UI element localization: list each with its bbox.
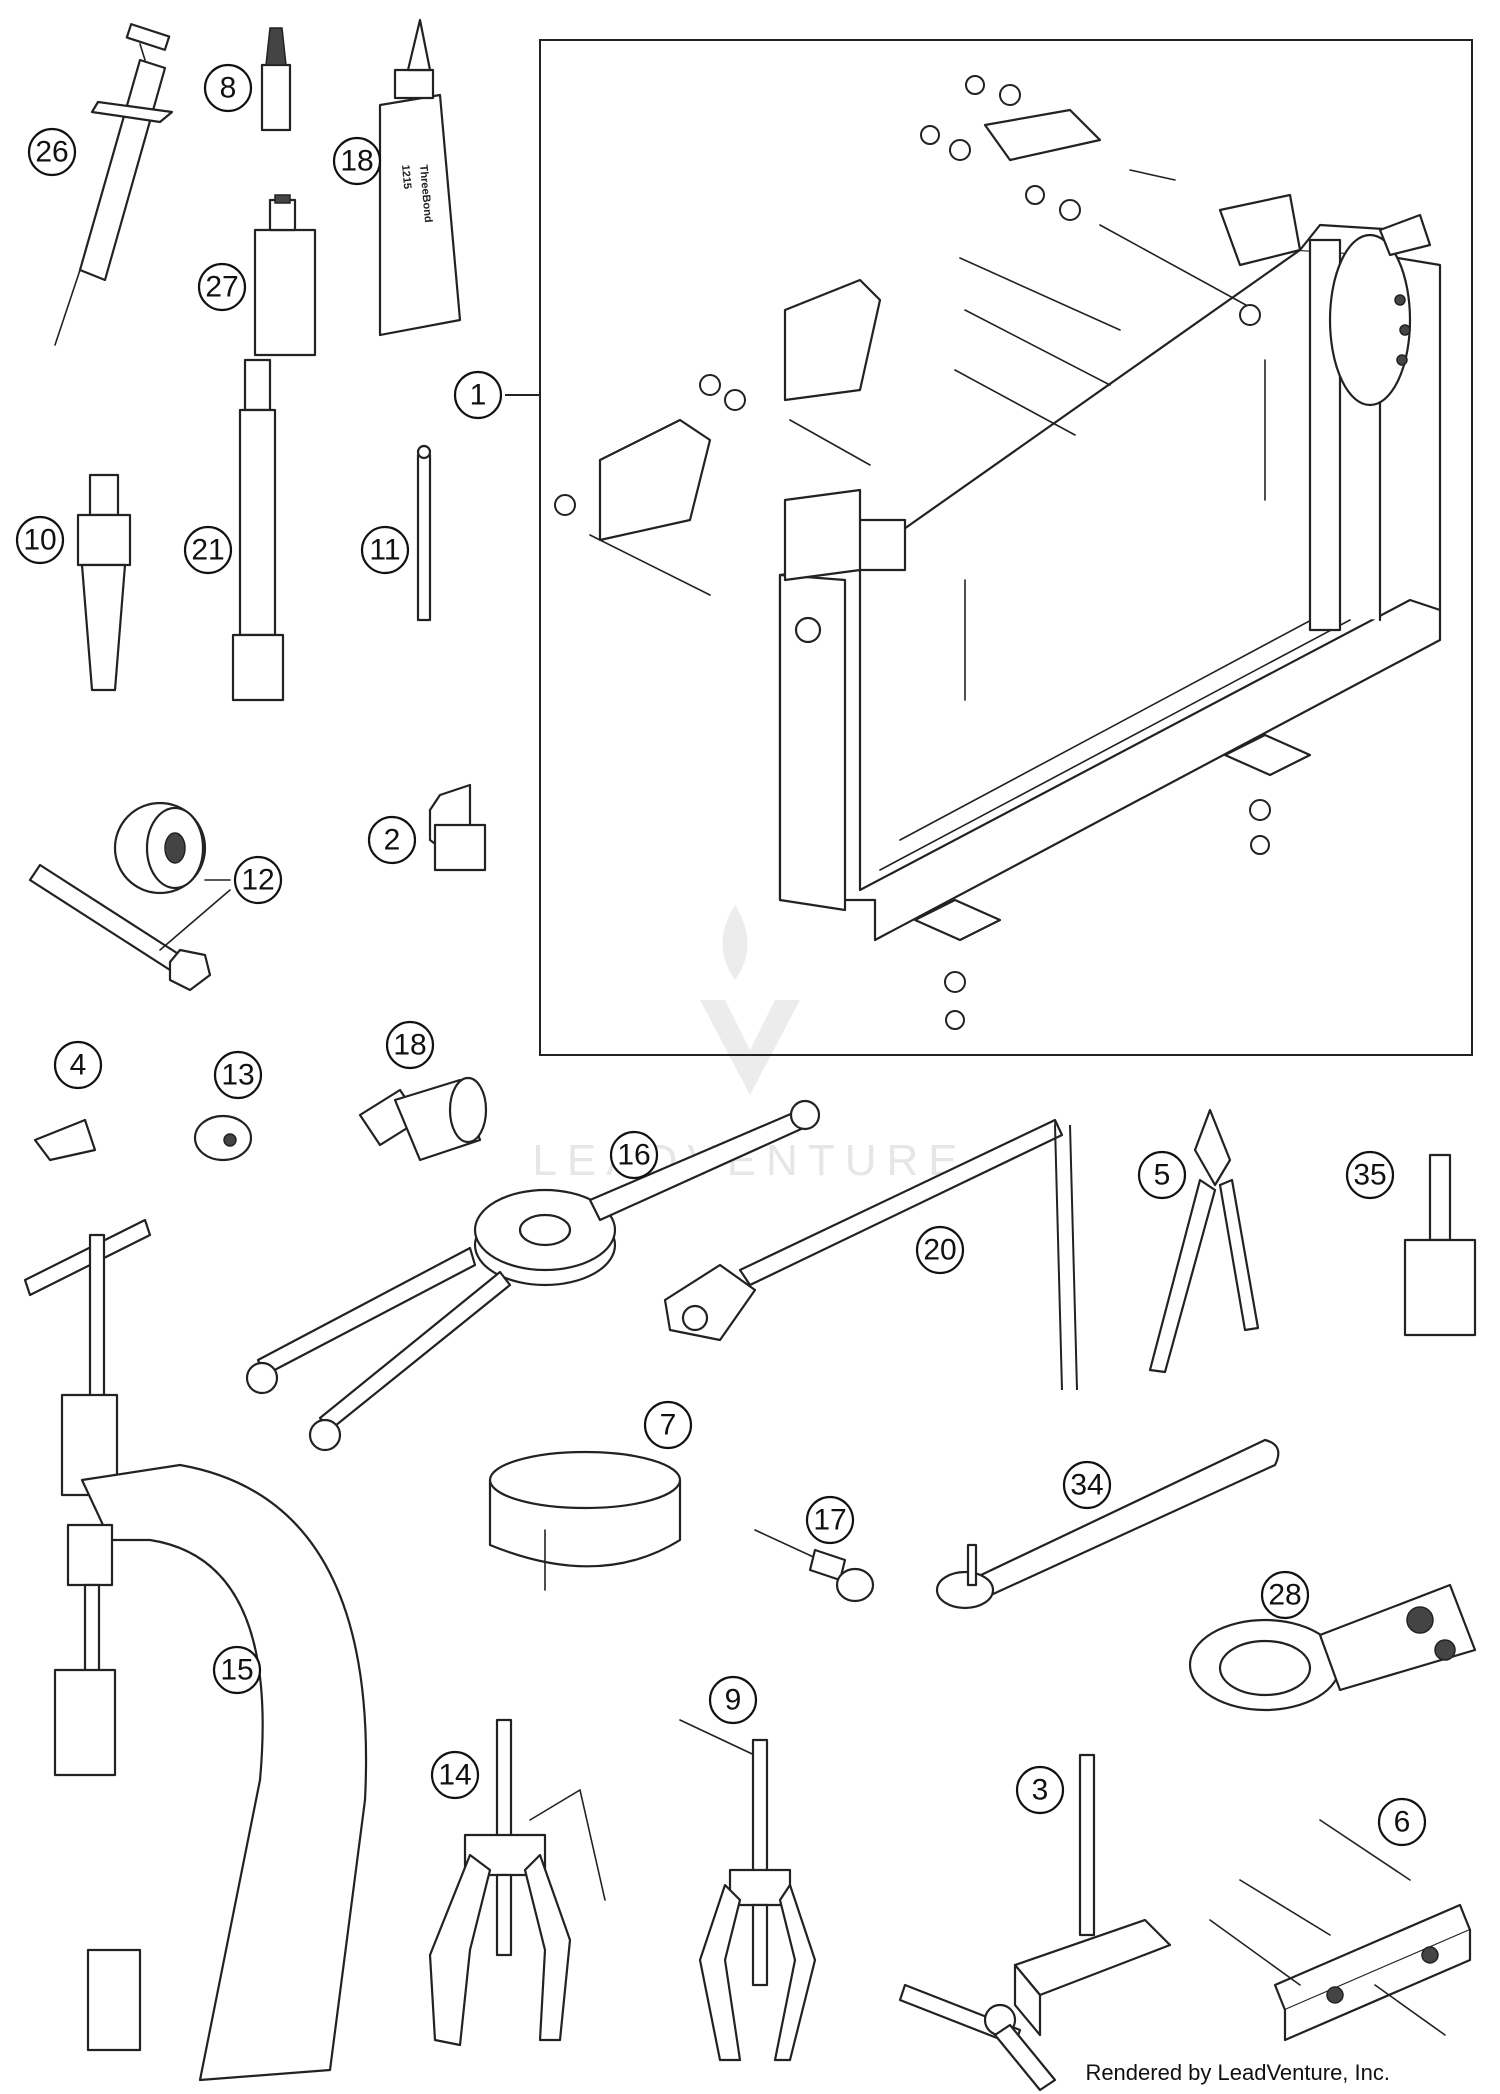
credit-text: Rendered by LeadVenture, Inc. (1085, 2060, 1390, 2085)
part-1-engine-stand (505, 39, 1473, 1056)
callout-13: 13 (213, 1050, 263, 1100)
part-27-bottle (253, 194, 317, 357)
part-16-clamp (245, 1099, 821, 1452)
callout-12: 12 (233, 855, 283, 905)
part-5-pliers (1148, 1108, 1260, 1374)
svg-text:27: 27 (205, 271, 238, 304)
part-7-ring (488, 1450, 682, 1591)
svg-text:21: 21 (191, 534, 224, 567)
svg-text:26: 26 (35, 136, 68, 169)
callout-27: 27 (197, 262, 247, 312)
svg-text:10: 10 (23, 524, 56, 557)
part-35-tool (1403, 1153, 1477, 1337)
part-9-puller (679, 1719, 817, 2062)
callout-15: 15 (212, 1645, 262, 1695)
callout-16: 16 (609, 1130, 659, 1180)
svg-text:35: 35 (1353, 1159, 1386, 1192)
callout-1: 1 (453, 370, 503, 420)
callout-10: 10 (15, 515, 65, 565)
part-3-chain-tool (898, 1753, 1172, 2092)
svg-text:6: 6 (1394, 1806, 1411, 1839)
callout-28: 28 (1260, 1570, 1310, 1620)
svg-text:17: 17 (813, 1504, 846, 1537)
kit-1-frame (539, 39, 1473, 1056)
svg-text:13: 13 (221, 1059, 254, 1092)
svg-text:9: 9 (725, 1684, 742, 1717)
svg-text:28: 28 (1268, 1579, 1301, 1612)
svg-text:7: 7 (660, 1409, 677, 1442)
callout-2: 2 (367, 815, 417, 865)
part-19-threebond-tube: ThreeBond 1215 (378, 18, 462, 337)
part-26-syringe (54, 23, 174, 346)
part-17-tool (754, 1529, 875, 1603)
svg-text:8: 8 (220, 72, 237, 105)
callout-19: 18 (332, 136, 382, 186)
part-10-tool (76, 473, 132, 692)
svg-text:4: 4 (70, 1049, 87, 1082)
svg-text:15: 15 (220, 1654, 253, 1687)
part-21-tool (231, 358, 285, 702)
callout-9: 9 (708, 1675, 758, 1725)
svg-text:1: 1 (470, 379, 487, 412)
callout-21: 21 (183, 525, 233, 575)
tube-code-label: 1215 (399, 164, 413, 189)
callout-14: 14 (430, 1750, 480, 1800)
part-28-holder (1188, 1583, 1477, 1712)
callout-3: 3 (1015, 1765, 1065, 1815)
callout-20: 20 (915, 1225, 965, 1275)
svg-text:3: 3 (1032, 1774, 1049, 1807)
part-12-bolt-bearing (28, 801, 231, 992)
part-13-nut (193, 1114, 253, 1162)
part-2-bracket (428, 783, 487, 872)
part-18-tool (358, 1076, 488, 1162)
tube-brand-label: ThreeBond (417, 164, 434, 223)
svg-text:16: 16 (617, 1139, 650, 1172)
svg-text:34: 34 (1070, 1469, 1103, 1502)
part-20-chain-wrench (663, 1118, 1078, 1391)
callout-7: 7 (643, 1400, 693, 1450)
callout-6: 6 (1377, 1797, 1427, 1847)
callout-4: 4 (53, 1040, 103, 1090)
callout-26: 26 (27, 127, 77, 177)
svg-text:14: 14 (438, 1759, 471, 1792)
svg-text:11: 11 (369, 534, 400, 567)
part-8-bottle (260, 27, 292, 132)
callout-11: 11 (360, 525, 410, 575)
svg-text:5: 5 (1154, 1159, 1171, 1192)
part-11-pin (416, 444, 432, 622)
part-34-spanner (935, 1438, 1280, 1610)
svg-text:18: 18 (340, 145, 373, 178)
callout-5: 5 (1137, 1150, 1187, 1200)
callout-8: 8 (203, 63, 253, 113)
svg-text:20: 20 (923, 1234, 956, 1267)
callout-35: 35 (1345, 1150, 1395, 1200)
svg-text:2: 2 (384, 824, 401, 857)
part-6-separator (1209, 1819, 1472, 2042)
callout-17: 17 (805, 1495, 855, 1545)
callout-18-text: 18 (393, 1029, 426, 1062)
part-15-puller (23, 1218, 368, 2082)
watermark-flame-icon (700, 905, 800, 1095)
callout-18: 18 (385, 1020, 435, 1070)
callout-34: 34 (1062, 1460, 1112, 1510)
svg-text:12: 12 (241, 864, 274, 897)
part-4-cone (33, 1118, 97, 1162)
part-14-puller (428, 1718, 606, 2047)
